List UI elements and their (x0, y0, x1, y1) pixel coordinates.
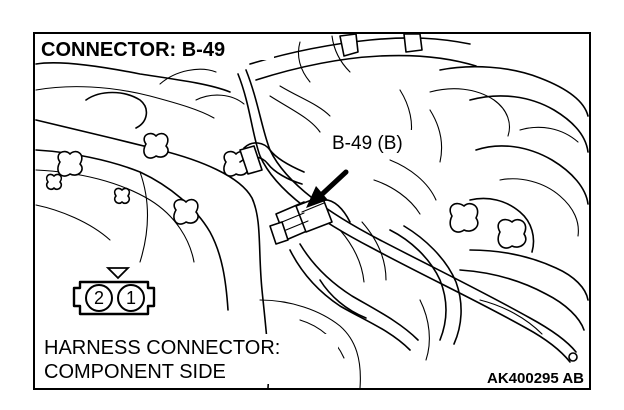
connector-face-symbol: 2 1 (72, 267, 156, 316)
harness-connector-label: HARNESS CONNECTOR: (44, 337, 280, 359)
component-side-label: COMPONENT SIDE (44, 361, 226, 383)
connector-callout-label: B-49 (B) (332, 133, 403, 154)
key-triangle (105, 267, 131, 280)
pin-2-label: 2 (94, 288, 104, 308)
engine-bay-illustration (35, 33, 589, 389)
connector-pointer-arrow (306, 169, 349, 208)
figure-code: AK400295 AB (487, 370, 584, 387)
diagram-title: CONNECTOR: B-49 (41, 39, 225, 61)
pin-1-label: 1 (126, 288, 136, 308)
connector-b49-in-bay (269, 195, 351, 245)
